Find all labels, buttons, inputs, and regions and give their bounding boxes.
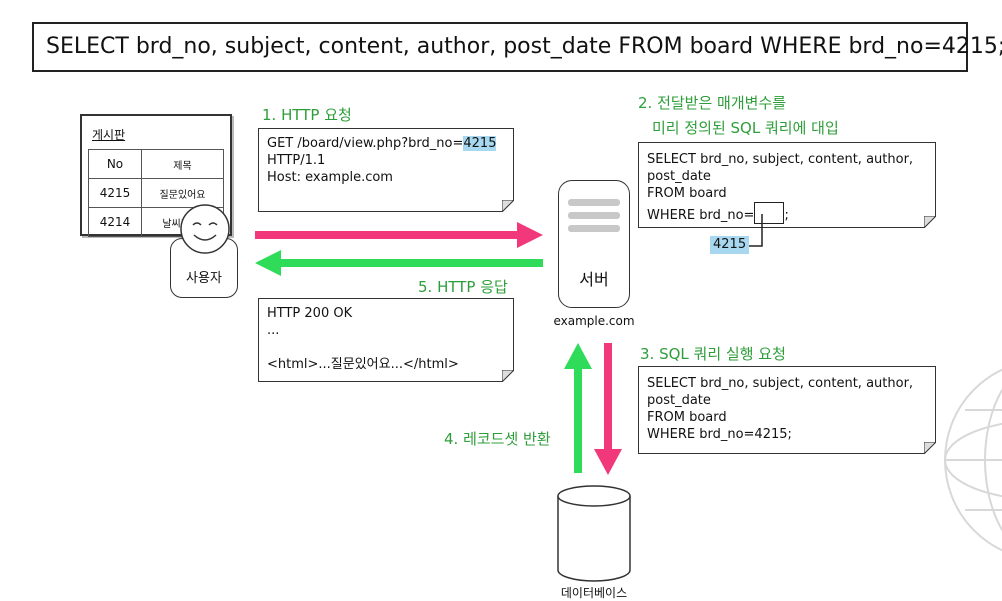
template-sql-line1: SELECT brd_no, subject, content, author, bbox=[647, 152, 914, 167]
title-sql-box: SELECT brd_no, subject, content, author,… bbox=[32, 22, 1002, 72]
exec-sql-line4: WHERE brd_no=4215; bbox=[647, 427, 792, 442]
http-request-note: GET /board/view.php?brd_no=4215 HTTP/1.1… bbox=[258, 128, 514, 212]
template-sql-line4-prefix: WHERE brd_no= bbox=[647, 208, 755, 223]
server-label: 서버 bbox=[579, 270, 609, 289]
step1-label: 1. HTTP 요청 bbox=[262, 106, 352, 124]
exec-sql-line2: post_date bbox=[647, 393, 711, 408]
exec-sql-line1: SELECT brd_no, subject, content, author, bbox=[647, 376, 914, 391]
step2-label-line2: 미리 정의된 SQL 쿼리에 대입 bbox=[652, 119, 839, 137]
template-sql-line4-suffix: ; bbox=[784, 208, 789, 223]
template-sql-line2: post_date bbox=[647, 169, 711, 184]
response-line2: ... bbox=[267, 323, 280, 338]
response-arrow bbox=[255, 250, 543, 276]
exec-sql-line3: FROM board bbox=[647, 410, 727, 425]
board-cell-no: 4215 bbox=[88, 178, 142, 208]
request-param-highlight: 4215 bbox=[463, 136, 497, 151]
title-sql-text: SELECT brd_no, subject, content, author,… bbox=[46, 34, 1002, 59]
step2-label-line1: 2. 전달받은 매개변수를 bbox=[638, 94, 787, 112]
database-icon bbox=[557, 485, 631, 582]
board-cell-subject[interactable]: 질문있어요 bbox=[141, 178, 224, 208]
template-sql-line4: WHERE brd_no=; bbox=[647, 202, 927, 224]
template-sql-note: SELECT brd_no, subject, content, author,… bbox=[638, 142, 936, 228]
database-label: 데이터베이스 bbox=[560, 586, 628, 600]
response-line1: HTTP 200 OK bbox=[267, 306, 353, 321]
board-cell-no: 4214 bbox=[88, 207, 142, 237]
request-arrow bbox=[255, 222, 543, 248]
step3-label: 3. SQL 쿼리 실행 요청 bbox=[640, 345, 786, 363]
response-line3: <html>...질문있어요...</html> bbox=[267, 357, 459, 372]
param-value-chip: 4215 bbox=[710, 236, 750, 254]
exec-sql-note: SELECT brd_no, subject, content, author,… bbox=[638, 366, 936, 454]
step4-label: 4. 레코드셋 반환 bbox=[444, 430, 551, 448]
request-line2: HTTP/1.1 bbox=[267, 153, 326, 168]
http-response-note: HTTP 200 OK ... <html>...질문있어요...</html> bbox=[258, 298, 514, 382]
server-host-label: example.com bbox=[553, 314, 635, 328]
note-fold-icon bbox=[924, 216, 936, 228]
param-placeholder-box bbox=[754, 202, 784, 224]
board-title: 게시판 bbox=[92, 128, 126, 142]
request-line1-prefix: GET /board/view.php?brd_no= bbox=[267, 136, 464, 151]
user-label: 사용자 bbox=[186, 271, 222, 286]
recordset-arrow bbox=[564, 343, 592, 473]
board-header-no: No bbox=[88, 149, 142, 179]
note-fold-icon bbox=[502, 200, 514, 212]
server-icon: 서버 bbox=[558, 180, 630, 308]
board-header-row: No 제목 bbox=[88, 149, 224, 179]
user-face-icon bbox=[180, 204, 230, 254]
note-fold-icon bbox=[924, 442, 936, 454]
board-header-subject: 제목 bbox=[141, 149, 224, 179]
step5-label: 5. HTTP 응답 bbox=[418, 278, 508, 296]
request-line3: Host: example.com bbox=[267, 170, 393, 185]
template-sql-line3: FROM board bbox=[647, 186, 727, 201]
table-row[interactable]: 4215 질문있어요 bbox=[88, 178, 224, 208]
param-connector-line bbox=[744, 214, 763, 247]
sql-exec-arrow bbox=[594, 343, 622, 475]
note-fold-icon bbox=[502, 370, 514, 382]
request-line1: GET /board/view.php?brd_no=4215 bbox=[267, 135, 505, 152]
globe-decoration bbox=[944, 368, 1002, 552]
